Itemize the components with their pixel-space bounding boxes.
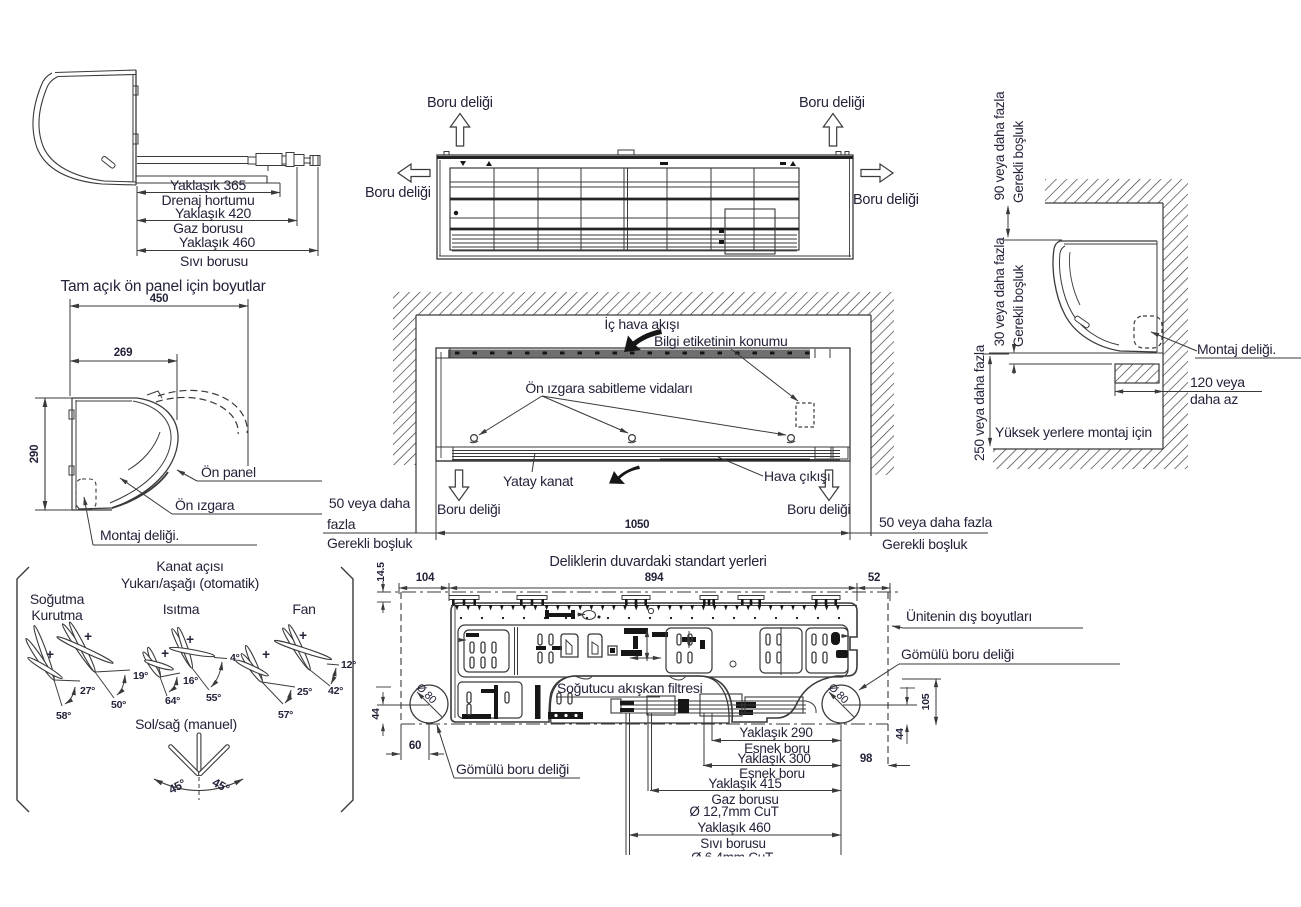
svg-text:Gaz borusu: Gaz borusu: [711, 792, 778, 807]
svg-text:Hava çıkışı: Hava çıkışı: [764, 468, 831, 484]
svg-text:Yaklaşık 365: Yaklaşık 365: [170, 177, 247, 193]
svg-text:Yaklaşık 420: Yaklaşık 420: [175, 205, 252, 221]
svg-text:+: +: [161, 646, 169, 661]
svg-text:290: 290: [29, 445, 41, 463]
svg-text:Ön ızgara sabitleme vidaları: Ön ızgara sabitleme vidaları: [525, 379, 692, 396]
svg-text:30 veya daha fazla: 30 veya daha fazla: [992, 237, 1007, 347]
svg-text:Ø 12,7mm CuT: Ø 12,7mm CuT: [689, 804, 778, 819]
svg-text:Tam açık ön panel için boyutla: Tam açık ön panel için boyutlar: [60, 278, 265, 295]
svg-text:269: 269: [114, 347, 132, 359]
svg-text:44: 44: [370, 708, 382, 720]
svg-text:Gerekli boşluk: Gerekli boşluk: [327, 535, 413, 551]
svg-text:+: +: [262, 647, 270, 662]
svg-text:İç hava akışı: İç hava akışı: [604, 315, 679, 332]
svg-text:fazla: fazla: [327, 516, 356, 532]
svg-text:98: 98: [860, 753, 873, 765]
svg-text:27°: 27°: [80, 685, 95, 697]
svg-text:Gaz borusu: Gaz borusu: [173, 220, 243, 236]
svg-text:Yaklaşık 460: Yaklaşık 460: [697, 820, 770, 835]
svg-text:Gerekli boşluk: Gerekli boşluk: [882, 536, 968, 552]
svg-text:Soğutucu akışkan filtresi: Soğutucu akışkan filtresi: [557, 680, 703, 696]
svg-text:Bilgi etiketinin konumu: Bilgi etiketinin konumu: [654, 333, 788, 349]
svg-text:Isıtma: Isıtma: [163, 601, 200, 617]
svg-text:Yaklaşık 460: Yaklaşık 460: [179, 234, 256, 250]
svg-text:42°: 42°: [328, 685, 343, 697]
svg-text:Sıvı borusu: Sıvı borusu: [700, 836, 766, 851]
svg-text:50 veya daha: 50 veya daha: [329, 495, 411, 511]
svg-text:120 veya: 120 veya: [1190, 374, 1245, 390]
svg-text:64°: 64°: [165, 695, 180, 707]
svg-text:+: +: [186, 632, 194, 647]
svg-text:12°: 12°: [341, 659, 356, 671]
svg-text:Ünitenin dış boyutları: Ünitenin dış boyutları: [906, 607, 1032, 624]
svg-text:44: 44: [894, 728, 906, 740]
svg-text:Soğutma: Soğutma: [30, 591, 85, 607]
svg-text:90 veya daha fazla: 90 veya daha fazla: [992, 91, 1007, 201]
svg-text:Gerekli boşluk: Gerekli boşluk: [1011, 120, 1026, 203]
svg-text:daha az: daha az: [1190, 391, 1238, 407]
svg-text:Boru deliği: Boru deliği: [799, 95, 865, 111]
svg-text:Fan: Fan: [292, 601, 315, 617]
svg-text:+: +: [299, 628, 307, 643]
svg-text:Boru deliği: Boru deliği: [787, 501, 851, 517]
svg-text:25°: 25°: [297, 686, 312, 698]
svg-text:Yaklaşık 300: Yaklaşık 300: [737, 751, 810, 766]
svg-text:19°: 19°: [133, 670, 148, 682]
svg-text:250 veya daha fazla: 250 veya daha fazla: [972, 344, 987, 461]
svg-text:Ön ızgara: Ön ızgara: [175, 496, 235, 513]
svg-text:Kurutma: Kurutma: [31, 607, 83, 623]
svg-text:Sıvı borusu: Sıvı borusu: [180, 253, 248, 269]
svg-text:Gömülü boru deliği: Gömülü boru deliği: [901, 646, 1014, 662]
svg-text:104: 104: [416, 572, 435, 584]
svg-text:Esnek boru: Esnek boru: [744, 741, 810, 756]
svg-text:+: +: [84, 629, 92, 644]
svg-text:14.5: 14.5: [375, 562, 387, 582]
svg-text:Boru deliği: Boru deliği: [365, 185, 431, 201]
svg-text:+: +: [46, 647, 54, 662]
svg-text:Esnek boru: Esnek boru: [739, 766, 805, 781]
svg-text:1050: 1050: [625, 519, 650, 531]
svg-text:Yatay kanat: Yatay kanat: [503, 473, 574, 489]
svg-text:Montaj deliği.: Montaj deliği.: [1197, 341, 1276, 357]
svg-text:55°: 55°: [206, 692, 221, 704]
svg-text:Boru deliği: Boru deliği: [853, 192, 919, 208]
svg-text:Yaklaşık 290: Yaklaşık 290: [739, 725, 812, 740]
svg-text:50 veya daha fazla: 50 veya daha fazla: [879, 514, 992, 530]
svg-text:57°: 57°: [278, 709, 293, 721]
svg-text:Boru deliği: Boru deliği: [427, 95, 493, 111]
svg-text:450: 450: [150, 293, 168, 305]
svg-text:50°: 50°: [111, 699, 126, 711]
svg-text:894: 894: [645, 572, 664, 584]
svg-text:52: 52: [868, 572, 880, 584]
svg-text:105: 105: [920, 693, 932, 710]
svg-text:Sol/sağ (manuel): Sol/sağ (manuel): [135, 716, 237, 732]
svg-text:58°: 58°: [56, 710, 71, 722]
svg-text:Kanat açısı: Kanat açısı: [156, 558, 223, 574]
svg-text:60: 60: [409, 740, 421, 752]
svg-text:Drenaj hortumu: Drenaj hortumu: [162, 192, 255, 208]
svg-text:Ön panel: Ön panel: [201, 463, 256, 480]
svg-text:Yaklaşık 415: Yaklaşık 415: [708, 776, 781, 791]
svg-text:Yukarı/aşağı (otomatik): Yukarı/aşağı (otomatik): [121, 575, 259, 591]
svg-text:Deliklerin duvardaki standart: Deliklerin duvardaki standart yerleri: [549, 554, 766, 570]
svg-text:Montaj deliği.: Montaj deliği.: [100, 527, 179, 543]
svg-text:4°: 4°: [230, 652, 240, 664]
svg-text:Boru deliği: Boru deliği: [437, 501, 501, 517]
svg-text:16°: 16°: [183, 675, 198, 687]
svg-text:Yüksek yerlere montaj için: Yüksek yerlere montaj için: [995, 424, 1152, 440]
svg-text:Gömülü boru deliği: Gömülü boru deliği: [456, 761, 569, 777]
svg-text:Gerekli boşluk: Gerekli boşluk: [1011, 264, 1026, 347]
